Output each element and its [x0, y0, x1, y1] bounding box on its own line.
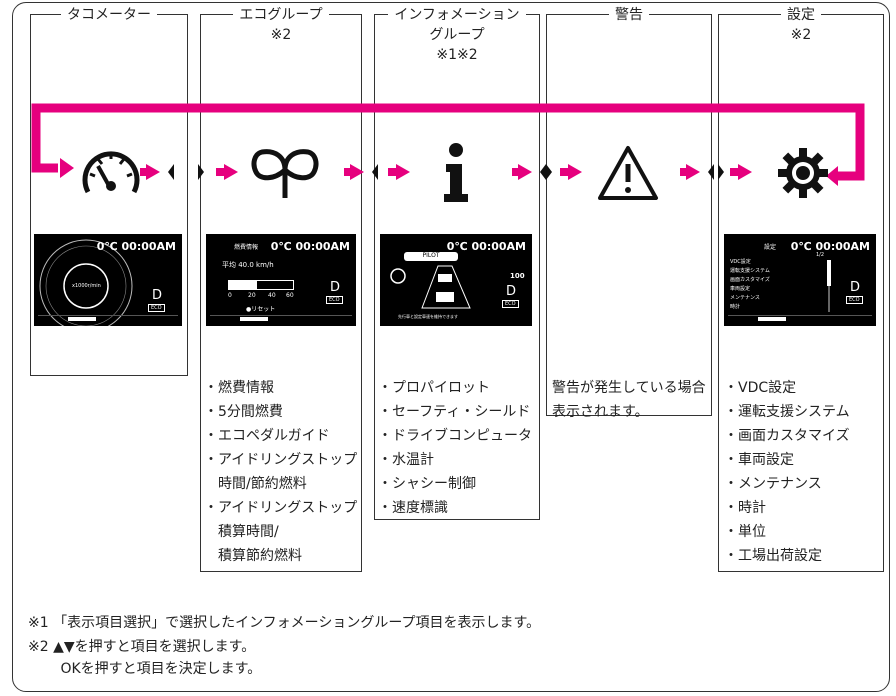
list-item: ・時計 — [724, 500, 766, 516]
eco-badge: ECO — [846, 296, 863, 304]
clock-readout: 0℃ 00:00AM — [96, 240, 176, 253]
column-subtitle: ※2 — [719, 26, 883, 44]
column-title: 設定 ※2 — [719, 6, 883, 44]
list-item: ・シャシー制御 — [378, 476, 476, 492]
list-item: 積算時間/ — [204, 524, 279, 540]
lane-graphic — [390, 265, 471, 309]
list-item: ・メンテナンス — [724, 476, 822, 492]
list-item: ・プロパイロット — [378, 380, 490, 396]
settings-screen: 設定 1/2 0℃ 00:00AM VDC設定 運転支援システム 画面カスタマイ… — [724, 234, 876, 326]
column-title: インフォメーション グループ ※1※2 — [375, 6, 539, 64]
settings-header: 設定 — [764, 244, 777, 251]
eco-badge: ECO — [502, 300, 519, 308]
list-item: ・画面カスタマイズ — [724, 428, 850, 444]
eco-badge: ECO — [326, 296, 343, 304]
warning-icon — [598, 146, 658, 200]
gear-indicator: D — [330, 280, 341, 295]
eco-screen: 燃費情報 0℃ 00:00AM 平均 40.0 km/h 0 20 40 60 … — [206, 234, 356, 326]
settings-item: 車両設定 — [730, 286, 751, 292]
list-item: 時間/節約燃料 — [204, 476, 307, 492]
column-title: エコグループ ※2 — [201, 6, 361, 44]
list-item: ・セーフティ・シールド — [378, 404, 531, 420]
footnote-2-cont: OKを押すと項目を決定します。 — [28, 661, 262, 677]
list-item: ・工場出荷設定 — [724, 548, 822, 564]
settings-item: 運転支援システム — [730, 268, 770, 274]
info-icon — [444, 143, 468, 202]
pilot-badge: PILOT — [404, 252, 458, 261]
eco-badge: ECO — [148, 304, 165, 312]
column-subtitle: グループ — [375, 26, 539, 44]
tick-60: 60 — [286, 292, 294, 299]
list-item: 警告が発生している場合 — [552, 380, 706, 396]
gear-indicator: D — [850, 280, 861, 295]
speedometer-icon — [82, 151, 140, 194]
clock-readout: 0℃ 00:00AM — [270, 240, 350, 253]
column-title: タコメーター — [31, 6, 187, 24]
list-item: ・アイドリングストップ — [204, 500, 358, 516]
column-title: 警告 — [547, 6, 711, 24]
settings-item: 画面カスタマイズ — [730, 277, 770, 283]
reset-button: ●リセット — [246, 306, 276, 313]
list-item: 表示されます。 — [552, 404, 649, 420]
column-subtitle: ※2 — [201, 26, 361, 44]
set-speed: 100 — [510, 272, 525, 280]
tick-40: 40 — [268, 292, 276, 299]
tacho-unit: x1000r/min — [72, 283, 101, 289]
settings-item: メンテナンス — [730, 295, 760, 301]
list-item: ・VDC設定 — [724, 380, 797, 396]
avg-speed: 平均 40.0 km/h — [222, 261, 274, 269]
warning-text: 警告が発生している場合 表示されます。 — [552, 376, 706, 424]
clock-readout: 0℃ 00:00AM — [446, 240, 526, 253]
tick-0: 0 — [228, 292, 232, 299]
eco-bar-fill — [229, 281, 257, 289]
footnote-1: ※1 「表示項目選択」で選択したインフォメーショングループ項目を表示します。 — [28, 615, 541, 631]
list-item: ・アイドリングストップ — [204, 452, 358, 468]
tachometer-screen: x1000r/min 0℃ 00:00AM D ECO — [34, 234, 182, 326]
clock-readout: 0℃ 00:00AM — [790, 240, 870, 253]
status-bar — [210, 315, 352, 322]
status-bar — [38, 315, 178, 322]
column-warning: 警告 — [546, 7, 712, 416]
tachometer-dial — [39, 239, 133, 326]
list-item: ・5分間燃費 — [204, 404, 283, 420]
scroll-thumb — [827, 260, 831, 286]
list-item: ・水温計 — [378, 452, 434, 468]
gear-icon — [778, 148, 828, 198]
list-item: ・エコペダルガイド — [204, 428, 330, 444]
info-screen: PILOT 0℃ 00:00AM 100 D ECO 先行車と設定車速を維持でき… — [380, 234, 532, 326]
list-item: ・ドライブコンピュータ — [378, 428, 532, 444]
column-subtitle-notes: ※1※2 — [375, 46, 539, 64]
settings-item: VDC設定 — [730, 259, 751, 265]
settings-items-list: ・VDC設定 ・運転支援システム ・画面カスタマイズ ・車両設定 ・メンテナンス… — [724, 376, 850, 568]
diagram-frame — [12, 2, 890, 692]
scroll-track — [828, 260, 830, 312]
list-item: ・車両設定 — [724, 452, 794, 468]
list-item: ・燃費情報 — [204, 380, 274, 396]
status-bar — [728, 315, 872, 322]
pilot-caption: 先行車と設定車速を維持できます — [398, 314, 458, 319]
list-item: ・単位 — [724, 524, 766, 540]
page-indicator: 1/2 — [816, 252, 825, 258]
eco-header: 燃費情報 — [234, 244, 259, 251]
list-item: ・運転支援システム — [724, 404, 850, 420]
eco-bar — [228, 280, 294, 290]
settings-item: 時計 — [730, 304, 741, 310]
list-item: ・速度標識 — [378, 500, 448, 516]
list-item: 積算節約燃料 — [204, 548, 302, 564]
gear-indicator: D — [152, 288, 163, 303]
leaf-icon — [251, 149, 319, 198]
info-items-list: ・プロパイロット ・セーフティ・シールド ・ドライブコンピュータ ・水温計 ・シ… — [378, 376, 532, 520]
footnote-2: ※2 ▲▼を押すと項目を選択します。 — [28, 639, 256, 655]
eco-items-list: ・燃費情報 ・5分間燃費 ・エコペダルガイド ・アイドリングストップ 時間/節約… — [204, 376, 357, 568]
gear-indicator: D — [506, 284, 517, 299]
tick-20: 20 — [248, 292, 256, 299]
